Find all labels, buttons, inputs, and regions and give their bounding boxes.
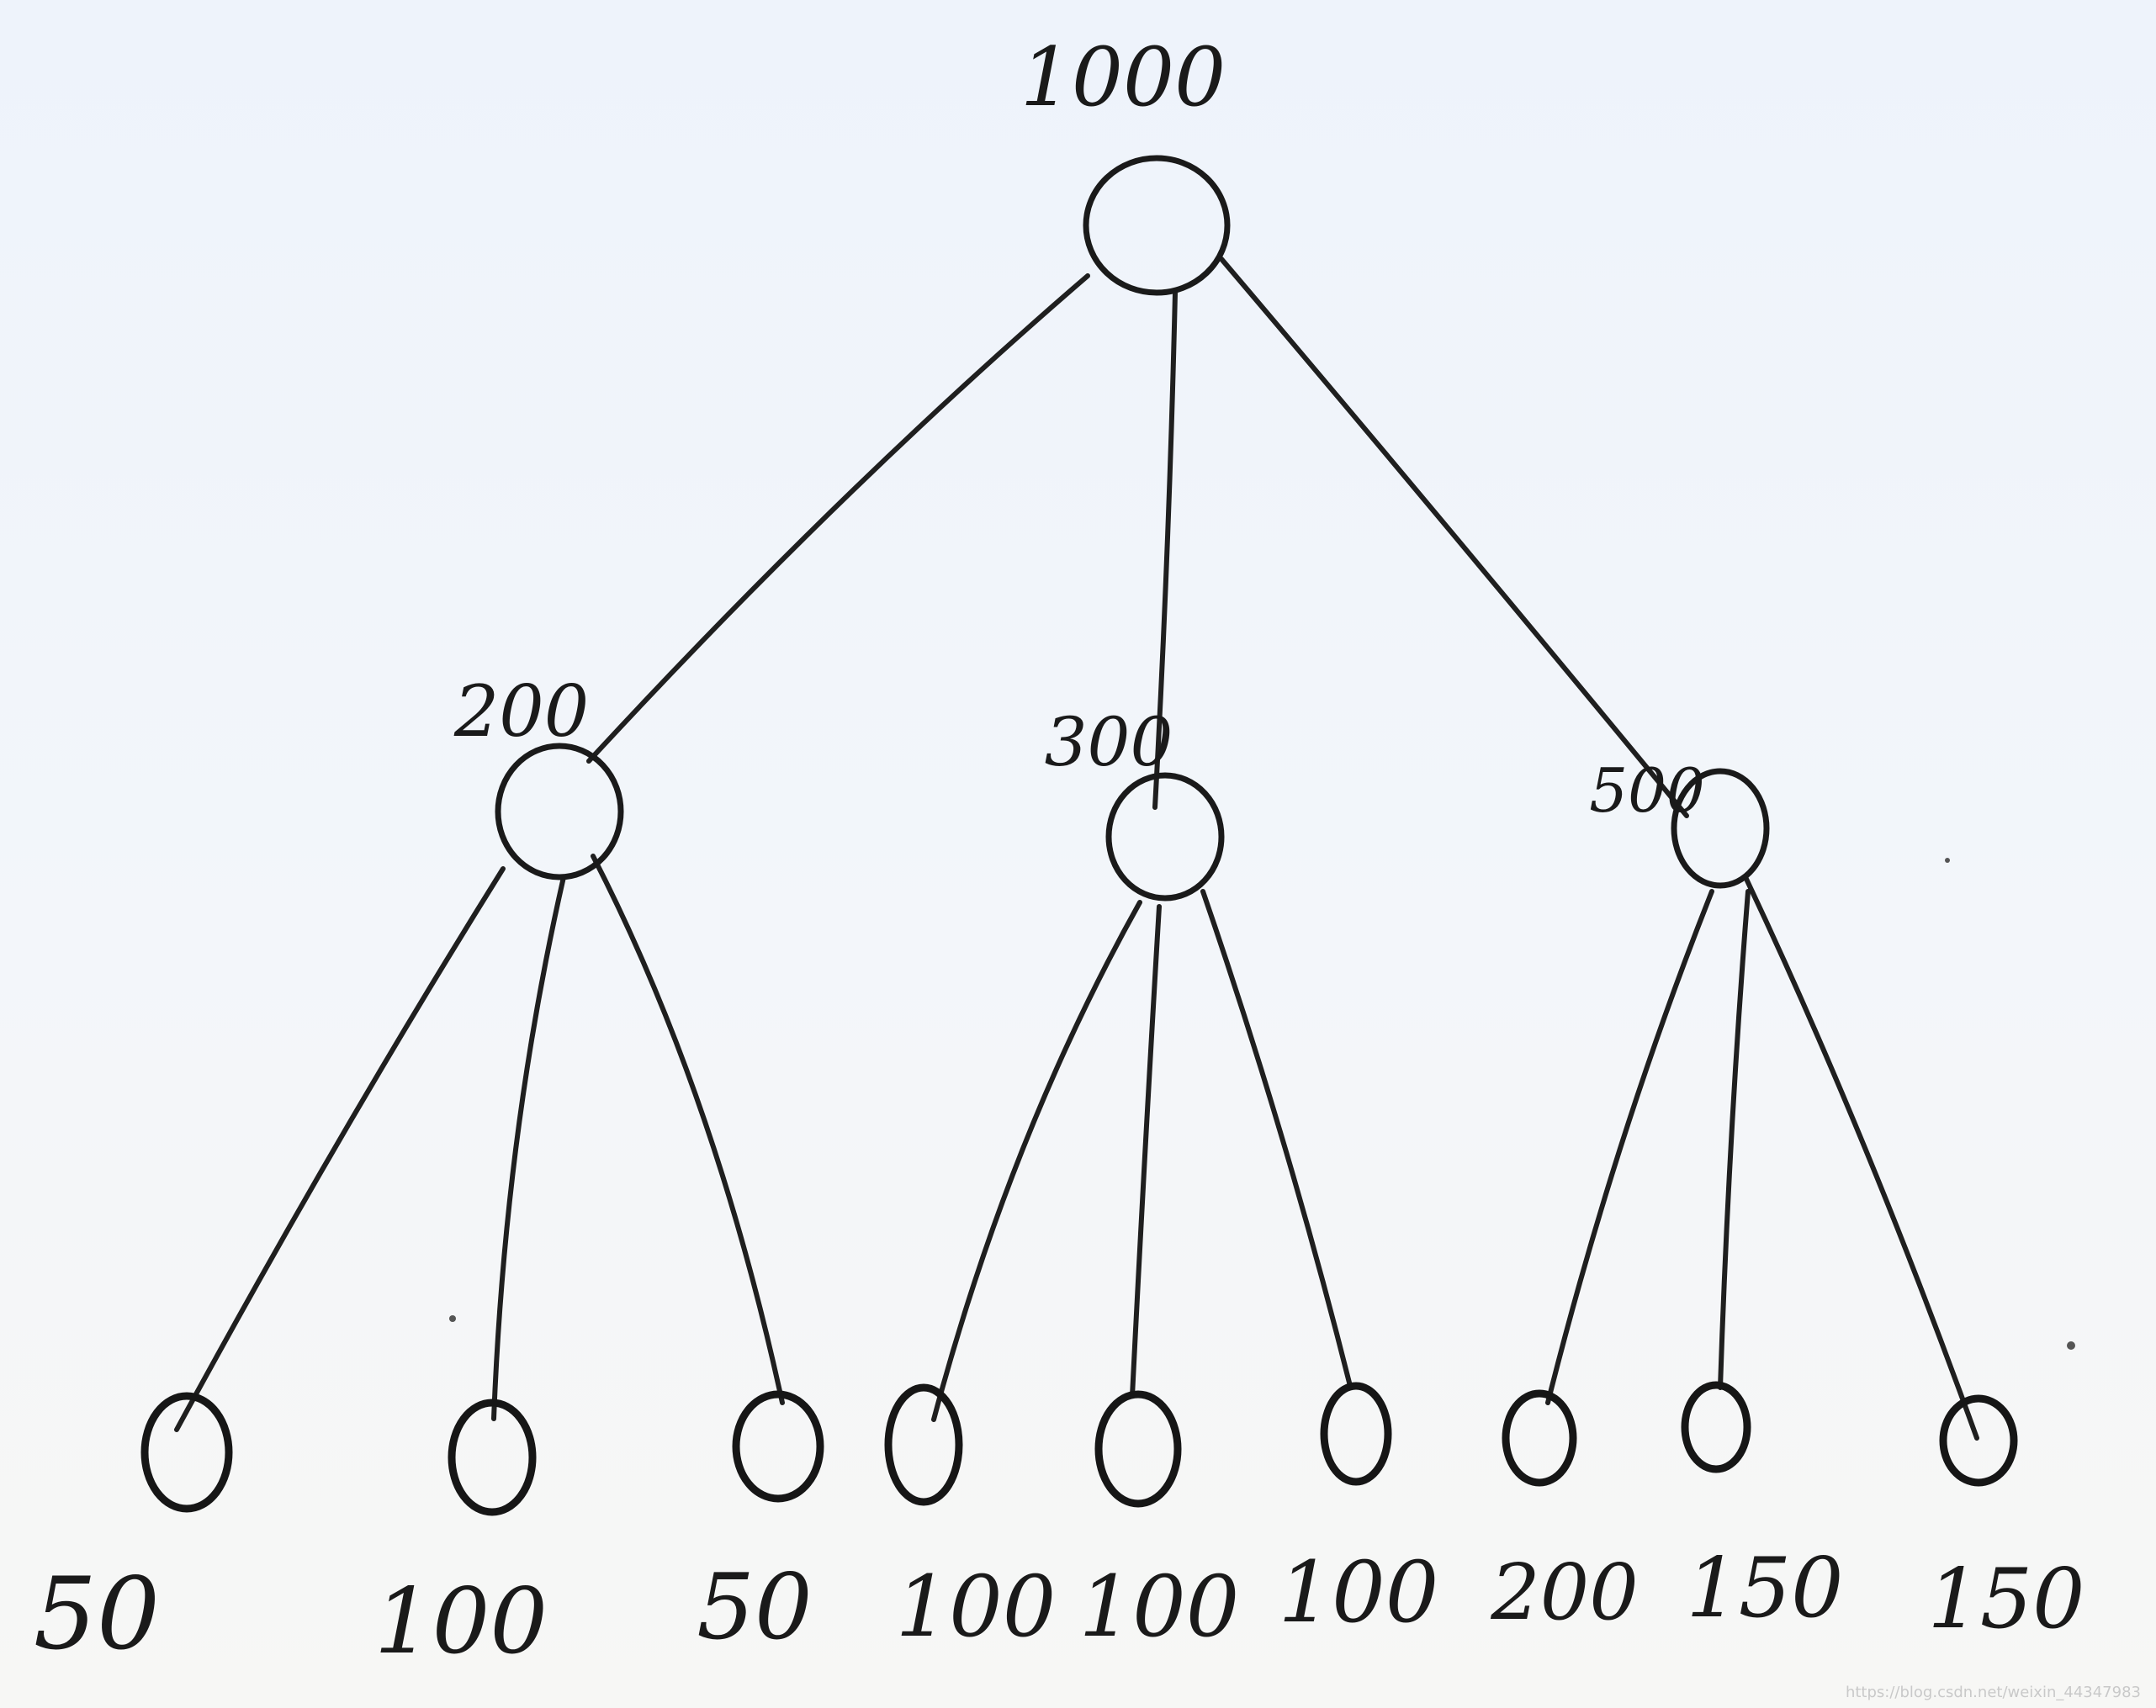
node-500 — [1671, 768, 1770, 889]
paper-speck — [2067, 1341, 2075, 1350]
leaf-label: 100 — [374, 1569, 548, 1674]
paper-speck — [449, 1315, 456, 1322]
leaf-node — [1094, 1390, 1182, 1508]
node-200 — [495, 743, 624, 880]
leaf-node — [732, 1390, 824, 1503]
watermark-text: https://blog.csdn.net/weixin_44347983 — [1846, 1684, 2141, 1701]
edge-200-leaf-1 — [174, 866, 506, 1432]
leaf-label: 100 — [896, 1557, 1057, 1656]
leaf-label: 150 — [1686, 1541, 1843, 1637]
leaf-label: 100 — [1079, 1557, 1240, 1656]
edge-300-leaf-1 — [931, 900, 1142, 1422]
root-label: 1000 — [1020, 30, 1226, 124]
root-node — [1083, 155, 1231, 296]
edge-root-to-300 — [1152, 290, 1178, 810]
node-200-label: 200 — [453, 670, 589, 753]
edge-500-leaf-1 — [1545, 889, 1714, 1405]
node-500-label: 500 — [1589, 755, 1704, 826]
leaf-node — [1681, 1381, 1751, 1473]
edge-root-to-200 — [586, 273, 1090, 764]
edge-200-leaf-3 — [591, 854, 785, 1405]
leaf-node — [448, 1399, 537, 1516]
leaf-label: 200 — [1490, 1547, 1639, 1637]
edge-300-leaf-2 — [1130, 904, 1162, 1399]
leaf-node — [140, 1392, 233, 1513]
leaf-label: 50 — [697, 1555, 812, 1660]
node-300 — [1105, 772, 1225, 902]
leaf-label: 150 — [1927, 1552, 2084, 1647]
edge-500-leaf-2 — [1718, 889, 1751, 1390]
edge-500-leaf-3 — [1743, 875, 1979, 1441]
edge-200-leaf-2 — [491, 875, 566, 1421]
leaf-label: 50 — [34, 1556, 160, 1672]
edge-root-to-500 — [1219, 256, 1689, 818]
leaf-node — [884, 1383, 963, 1506]
leaf-label: 100 — [1279, 1543, 1439, 1642]
leaf-node — [1939, 1394, 2018, 1487]
leaf-node — [1320, 1382, 1392, 1486]
leaf-node — [1502, 1389, 1577, 1487]
edge-300-leaf-3 — [1200, 889, 1353, 1388]
node-300-label: 300 — [1045, 703, 1173, 781]
paper-speck — [1945, 858, 1950, 863]
